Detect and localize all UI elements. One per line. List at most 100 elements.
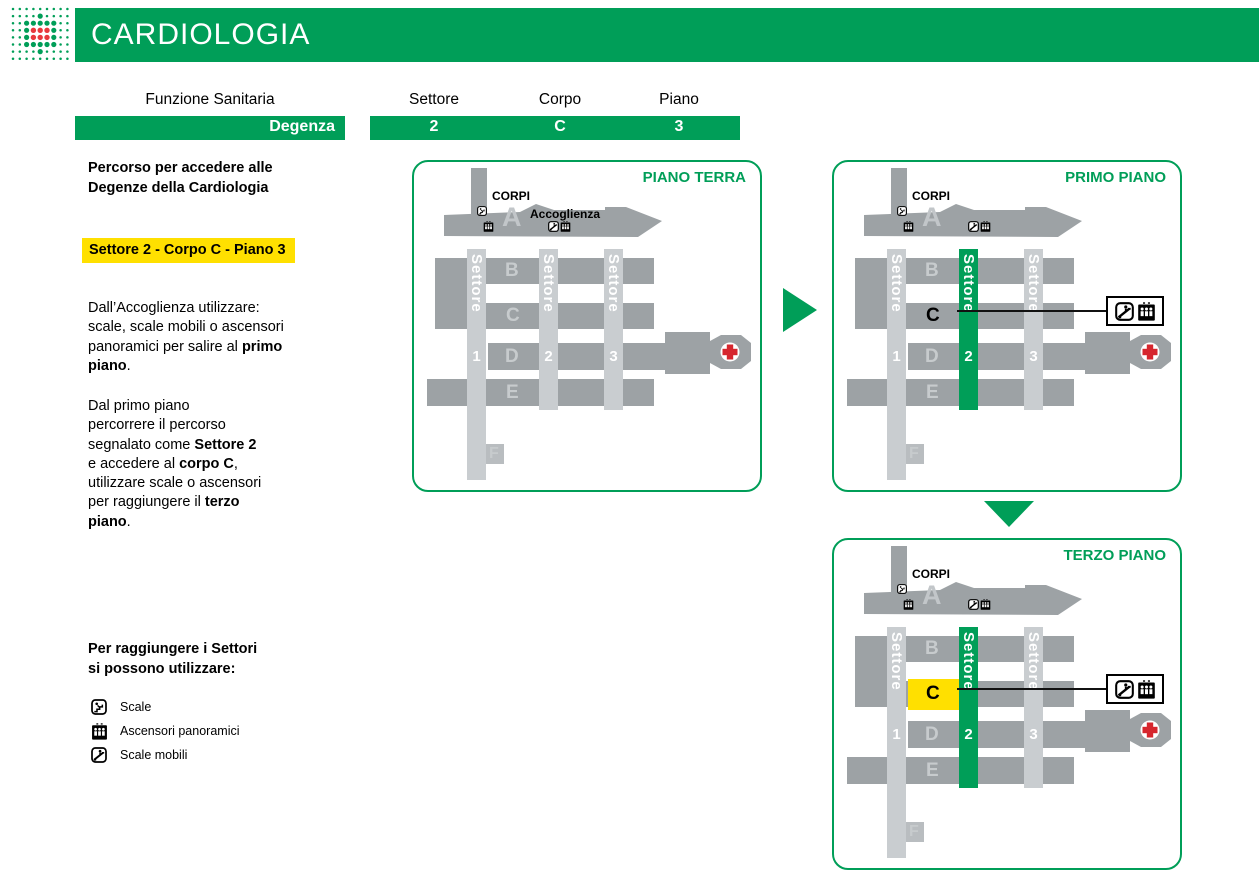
- corpo-letter-b: B: [505, 260, 519, 281]
- legend-label: Scale: [120, 700, 152, 714]
- corpo-f-block: [906, 444, 924, 464]
- corpo-value: C: [554, 118, 566, 135]
- accoglienza-label: Accoglienza: [530, 207, 601, 221]
- corpo-letter-f: F: [909, 445, 919, 462]
- building-a: [862, 202, 1084, 243]
- legend-item: Ascensori panoramici: [91, 719, 240, 743]
- corpo-letter-c: C: [506, 305, 520, 326]
- legend-item: Scale: [91, 695, 240, 719]
- panoramic-elevator-icon: [1137, 679, 1156, 699]
- emergency-wing: [663, 329, 753, 377]
- corpo-f-block: [486, 444, 504, 464]
- corpo-letter-e: E: [506, 382, 519, 403]
- funzione-sanitaria-header: Funzione Sanitaria: [145, 91, 275, 108]
- emergency-wing: [1083, 707, 1173, 755]
- corpi-label: CORPI: [912, 567, 951, 581]
- logo-dots-icon: [11, 7, 69, 60]
- corpo-header: Corpo: [538, 91, 582, 108]
- sector-number: 3: [1029, 726, 1038, 743]
- route-intro: Percorso per accedere alle Degenze della…: [88, 160, 273, 196]
- stairs-icon: [897, 584, 907, 594]
- sector-bar-2: Settore 2: [959, 249, 978, 410]
- corpo-letter-f: F: [909, 823, 919, 840]
- corpo-letter-f: F: [489, 445, 499, 462]
- panoramic-elevator-icon: [980, 599, 991, 610]
- corpo-letter-b: B: [925, 638, 939, 659]
- plan-title: PRIMO PIANO: [1065, 169, 1166, 186]
- building-a: [862, 580, 1084, 621]
- sector-number: 1: [892, 726, 901, 743]
- page-title: CARDIOLOGIA: [91, 18, 311, 51]
- legend-label: Ascensori panoramici: [120, 724, 240, 738]
- sector-bar-3: Settore 3: [1024, 249, 1043, 410]
- corpo-letter-c: C: [926, 683, 940, 704]
- escalator-icon: [968, 221, 979, 232]
- plan-title: PIANO TERRA: [642, 169, 746, 186]
- legend-label: Scale mobili: [120, 748, 188, 762]
- corpo-row-d: [908, 343, 1086, 370]
- sector-bar-2: Settore 2: [959, 627, 978, 788]
- degenza-value: Degenza: [269, 118, 335, 135]
- sector-word: Settore: [960, 632, 977, 691]
- panoramic-elevator-icon: [1137, 301, 1156, 321]
- corpo-row-d: [488, 343, 666, 370]
- settore-header: Settore: [409, 91, 459, 108]
- callout-icons: [1106, 674, 1164, 704]
- legend-title: Per raggiungere i Settori si possono uti…: [88, 641, 258, 677]
- sector-number: 3: [1029, 348, 1038, 365]
- arrow-right-icon: [783, 288, 817, 332]
- emergency-wing: [1083, 329, 1173, 377]
- legend-item: Scale mobili: [91, 743, 240, 767]
- corpo-letter-a: A: [502, 202, 522, 232]
- plan-title: TERZO PIANO: [1063, 547, 1166, 564]
- sector-number: 2: [964, 348, 973, 365]
- header-bar: CARDIOLOGIA: [75, 8, 1259, 62]
- route-step-2: Dal primo piano percorrere il percorso s…: [88, 398, 262, 530]
- panoramic-elevator-icon: [483, 221, 494, 232]
- stairs-icon: [91, 699, 107, 715]
- sector-word: Settore: [960, 254, 977, 313]
- sector-word: Settore: [468, 254, 485, 313]
- corpi-label: CORPI: [492, 189, 531, 203]
- piano-value: 3: [674, 118, 684, 135]
- callout-line: [957, 310, 1108, 312]
- settore-corpo-piano-bar: 2 C 3: [370, 116, 740, 140]
- legend: Scale Ascensori panoramici Scale mobili: [91, 695, 240, 767]
- building-a: [442, 202, 664, 243]
- corpo-letter-c: C: [926, 305, 940, 326]
- corpo-letter-a: A: [922, 580, 942, 610]
- piano-header: Piano: [659, 91, 699, 108]
- corpo-letter-b: B: [925, 260, 939, 281]
- corpo-row-d: [908, 721, 1086, 748]
- escalator-icon: [91, 747, 107, 763]
- arrow-down-icon: [984, 501, 1034, 527]
- building-stub: [891, 168, 907, 216]
- sector-word: Settore: [1025, 254, 1042, 313]
- sector-word: Settore: [540, 254, 557, 313]
- callout-line: [957, 688, 1108, 690]
- corpi-label: CORPI: [912, 189, 951, 203]
- panoramic-elevator-icon: [903, 599, 914, 610]
- sector-number: 3: [609, 348, 618, 365]
- panoramic-elevator-icon: [903, 221, 914, 232]
- corpo-letter-d: D: [925, 724, 939, 745]
- panoramic-elevator-icon: [980, 221, 991, 232]
- corpo-f-block: [906, 822, 924, 842]
- panoramic-elevator-icon: [91, 722, 108, 740]
- sector-number: 2: [544, 348, 553, 365]
- corpo-letter-e: E: [926, 382, 939, 403]
- sector-number: 2: [964, 726, 973, 743]
- escalator-icon: [968, 599, 979, 610]
- corpo-letter-e: E: [926, 760, 939, 781]
- corpo-letter-a: A: [922, 202, 942, 232]
- route-step-1: Dall’Accoglienza utilizzare: scale, scal…: [88, 300, 284, 374]
- degenza-bar: Degenza: [75, 116, 345, 140]
